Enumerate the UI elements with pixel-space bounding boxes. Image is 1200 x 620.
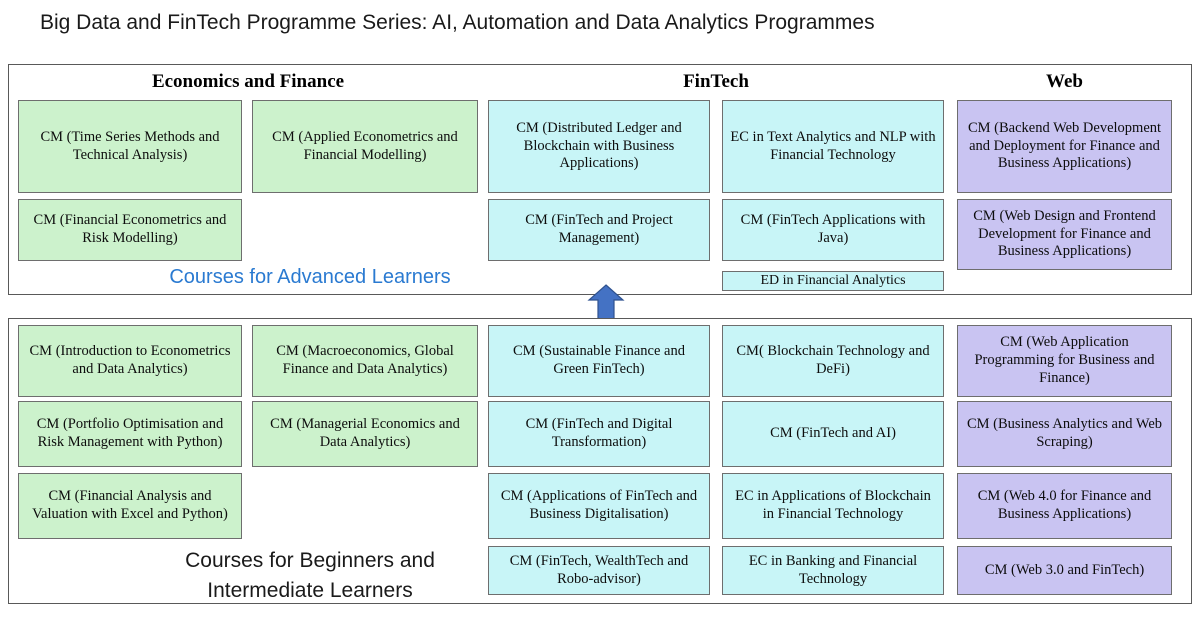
- course-box[interactable]: CM (Macroeconomics, Global Finance and D…: [252, 325, 478, 397]
- page-title: Big Data and FinTech Programme Series: A…: [40, 11, 875, 34]
- beginner-caption-line-2: Intermediate Learners: [207, 579, 413, 602]
- course-box[interactable]: CM (Financial Econometrics and Risk Mode…: [18, 199, 242, 261]
- advanced-learners-caption: Courses for Advanced Learners: [169, 266, 451, 288]
- course-box[interactable]: CM( Blockchain Technology and DeFi): [722, 325, 944, 397]
- course-box[interactable]: CM (Business Analytics and Web Scraping): [957, 401, 1172, 467]
- course-box[interactable]: EC in Applications of Blockchain in Fina…: [722, 473, 944, 539]
- course-box[interactable]: CM (Distributed Ledger and Blockchain wi…: [488, 100, 710, 193]
- course-box[interactable]: EC in Banking and Financial Technology: [722, 546, 944, 595]
- column-header-web: Web: [1046, 71, 1083, 92]
- beginner-learners-caption: Courses for Beginners and Intermediate L…: [140, 546, 480, 606]
- course-box[interactable]: ED in Financial Analytics: [722, 271, 944, 291]
- course-box[interactable]: CM (Portfolio Optimisation and Risk Mana…: [18, 401, 242, 467]
- course-box[interactable]: CM (Time Series Methods and Technical An…: [18, 100, 242, 193]
- course-box[interactable]: CM (FinTech Applications with Java): [722, 199, 944, 261]
- course-box[interactable]: CM (FinTech and AI): [722, 401, 944, 467]
- course-box[interactable]: CM (Financial Analysis and Valuation wit…: [18, 473, 242, 539]
- up-arrow-icon: [587, 284, 625, 321]
- course-box[interactable]: CM (FinTech and Project Management): [488, 199, 710, 261]
- course-box[interactable]: CM (Introduction to Econometrics and Dat…: [18, 325, 242, 397]
- course-box[interactable]: CM (Applied Econometrics and Financial M…: [252, 100, 478, 193]
- column-header-fintech: FinTech: [683, 71, 749, 92]
- course-box[interactable]: CM (Applications of FinTech and Business…: [488, 473, 710, 539]
- course-box[interactable]: EC in Text Analytics and NLP with Financ…: [722, 100, 944, 193]
- course-box[interactable]: CM (Web 3.0 and FinTech): [957, 546, 1172, 595]
- column-header-economics-finance: Economics and Finance: [151, 71, 345, 92]
- course-box[interactable]: CM (FinTech, WealthTech and Robo-advisor…: [488, 546, 710, 595]
- course-box[interactable]: CM (Managerial Economics and Data Analyt…: [252, 401, 478, 467]
- beginner-caption-line-1: Courses for Beginners and: [185, 549, 435, 572]
- course-box[interactable]: CM (Backend Web Development and Deployme…: [957, 100, 1172, 193]
- course-box[interactable]: CM (Sustainable Finance and Green FinTec…: [488, 325, 710, 397]
- course-box[interactable]: CM (Web Application Programming for Busi…: [957, 325, 1172, 397]
- course-box[interactable]: CM (Web Design and Frontend Development …: [957, 199, 1172, 270]
- course-box[interactable]: CM (FinTech and Digital Transformation): [488, 401, 710, 467]
- course-box[interactable]: CM (Web 4.0 for Finance and Business App…: [957, 473, 1172, 539]
